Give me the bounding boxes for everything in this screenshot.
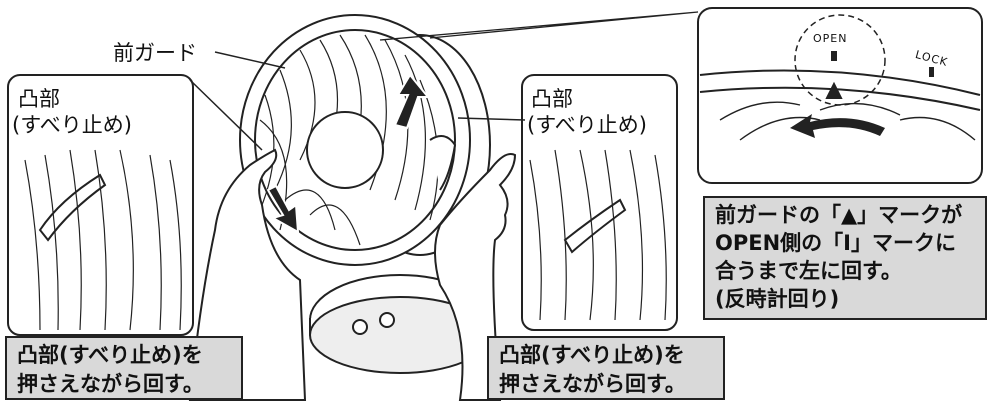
left-arrow-icon xyxy=(790,114,885,138)
center-instruction-line-2: 押さえながら回す。 xyxy=(499,372,686,396)
button-1-icon xyxy=(352,319,368,335)
right-detail-panel xyxy=(457,74,678,331)
fan-base xyxy=(309,274,491,374)
zoom-detail-panel xyxy=(697,7,983,184)
right-instruction-line-3: 合うまで左に回す。 xyxy=(715,259,902,283)
left-bump-label-2: (すべり止め) xyxy=(12,113,132,137)
lock-mark-icon xyxy=(929,67,934,77)
right-instruction-line-2: OPEN側の「I」マークに xyxy=(715,231,956,255)
left-instruction-line-2: 押さえながら回す。 xyxy=(17,372,204,396)
right-instruction-box: 前ガードの「▲」マークが OPEN側の「I」マークに 合うまで左に回す。 (反時… xyxy=(703,196,987,320)
right-instruction-line-4: (反時計回り) xyxy=(715,287,840,311)
center-instruction-line-1: 凸部(すべり止め)を xyxy=(499,343,685,367)
rotation-arrow-icon xyxy=(266,73,431,234)
button-2-icon xyxy=(379,312,395,328)
front-guard-label: 前ガード xyxy=(113,41,197,65)
open-label: OPEN xyxy=(813,32,848,45)
triangle-mark-icon xyxy=(825,81,843,99)
right-bump-label-1: 凸部 xyxy=(531,87,573,111)
right-bump-label-2: (すべり止め) xyxy=(527,113,647,137)
left-instruction-box: 凸部(すべり止め)を 押さえながら回す。 xyxy=(5,336,243,400)
front-guard xyxy=(239,14,491,266)
center-instruction-box: 凸部(すべり止め)を 押さえながら回す。 xyxy=(487,336,725,400)
left-detail-panel xyxy=(7,74,263,336)
left-bump-label-1: 凸部 xyxy=(18,87,60,111)
left-instruction-line-1: 凸部(すべり止め)を xyxy=(17,343,203,367)
open-mark-icon xyxy=(831,51,837,61)
right-instruction-line-1: 前ガードの「▲」マークが xyxy=(715,203,963,227)
